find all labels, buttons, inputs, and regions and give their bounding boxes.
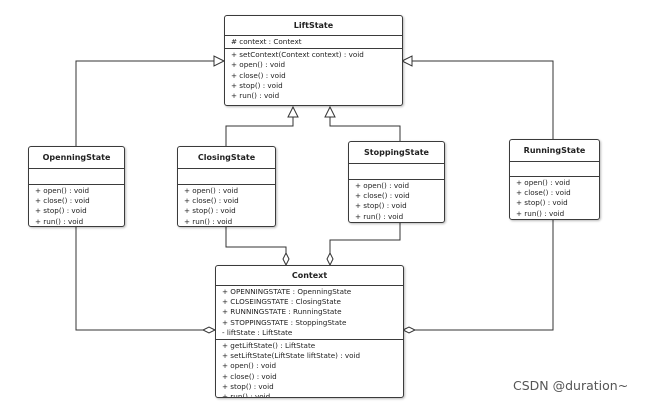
attribute-row: - liftState : LiftState: [222, 327, 293, 337]
class-runningstate[interactable]: RunningState + open() : void+ close() : …: [509, 139, 600, 220]
class-stoppingstate[interactable]: StoppingState + open() : void+ close() :…: [348, 141, 445, 223]
method-row: + setContext(Context context) : void: [231, 50, 364, 60]
aggregation-diamond-icon: [201, 326, 217, 334]
method-row: + open() : void: [222, 361, 277, 371]
method-row: + close() : void: [184, 196, 239, 206]
aggregation-diamond-icon: [326, 251, 334, 267]
method-row: + run() : void: [355, 211, 404, 221]
class-stoppingstate-name: StoppingState: [349, 142, 444, 164]
method-row: + stop() : void: [516, 198, 568, 208]
method-row: + open() : void: [184, 186, 239, 195]
method-row: + run() : void: [231, 91, 280, 101]
attribute-row: + STOPPINGSTATE : StoppingState: [222, 317, 347, 327]
method-row: + stop() : void: [222, 381, 274, 391]
class-runningstate-methods: + open() : void+ close() : void+ stop() …: [510, 177, 599, 219]
aggregation-context-closing: [225, 225, 287, 253]
method-row: + run() : void: [516, 208, 565, 218]
class-context-attributes: + OPENNINGSTATE : OpenningState+ CLOSEIN…: [216, 286, 403, 341]
method-row: + close() : void: [231, 70, 286, 80]
watermark-text: CSDN @duration~: [513, 378, 629, 393]
method-row: + run() : void: [184, 216, 233, 226]
attribute-row: + RUNNINGSTATE : RunningState: [222, 307, 342, 317]
generalization-openning-to-liftstate: [75, 60, 214, 146]
method-row: + stop() : void: [231, 80, 283, 90]
attribute-row: + CLOSEINGSTATE : ClosingState: [222, 297, 341, 307]
class-closingstate-name: ClosingState: [178, 147, 275, 169]
class-runningstate-attributes: [510, 162, 599, 177]
method-row: + open() : void: [516, 178, 571, 187]
class-context-methods: + getLiftState() : LiftState+ setLiftSta…: [216, 340, 403, 398]
class-runningstate-name: RunningState: [510, 140, 599, 162]
method-row: + open() : void: [35, 186, 90, 195]
class-openningstate-attributes: [29, 169, 124, 185]
method-row: + stop() : void: [355, 201, 407, 211]
class-closingstate-methods: + open() : void+ close() : void+ stop() …: [178, 185, 275, 226]
class-stoppingstate-attributes: [349, 164, 444, 180]
method-row: + open() : void: [355, 181, 410, 190]
method-row: + stop() : void: [35, 206, 87, 216]
aggregation-context-stopping: [329, 221, 401, 253]
inheritance-arrowhead-icon: [400, 55, 413, 67]
generalization-running-to-liftstate: [412, 60, 554, 139]
aggregation-diamond-icon: [401, 326, 417, 334]
class-liftstate-methods: + setContext(Context context) : void+ op…: [225, 49, 402, 102]
method-row: + getLiftState() : LiftState: [222, 341, 316, 351]
method-row: + run() : void: [222, 392, 271, 398]
inheritance-arrowhead-icon: [324, 105, 336, 118]
class-liftstate-name: LiftState: [225, 16, 402, 36]
attribute-row: + OPENNINGSTATE : OpenningState: [222, 287, 352, 296]
method-row: + close() : void: [222, 371, 277, 381]
class-context-name: Context: [216, 266, 403, 286]
class-liftstate-attributes: # context : Context: [225, 36, 402, 50]
class-openningstate-name: OpenningState: [29, 147, 124, 169]
inheritance-arrowhead-icon: [287, 105, 299, 118]
method-row: + open() : void: [231, 60, 286, 70]
class-openningstate[interactable]: OpenningState + open() : void+ close() :…: [28, 146, 125, 227]
method-row: + close() : void: [355, 191, 410, 201]
class-closingstate-attributes: [178, 169, 275, 185]
class-closingstate[interactable]: ClosingState + open() : void+ close() : …: [177, 146, 276, 227]
class-liftstate[interactable]: LiftState # context : Context + setConte…: [224, 15, 403, 106]
generalization-stopping-to-liftstate: [329, 117, 401, 141]
aggregation-diamond-icon: [282, 251, 290, 267]
method-row: + stop() : void: [184, 206, 236, 216]
method-row: + setLiftState(LiftState liftState) : vo…: [222, 351, 361, 361]
method-row: + close() : void: [35, 196, 90, 206]
method-row: + close() : void: [516, 188, 571, 198]
method-row: + run() : void: [35, 216, 84, 226]
generalization-closing-to-liftstate: [225, 117, 294, 146]
attribute-row: # context : Context: [231, 37, 302, 46]
class-openningstate-methods: + open() : void+ close() : void+ stop() …: [29, 185, 124, 226]
class-context[interactable]: Context + OPENNINGSTATE : OpenningState+…: [215, 265, 404, 398]
inheritance-arrowhead-icon: [213, 55, 226, 67]
class-stoppingstate-methods: + open() : void+ close() : void+ stop() …: [349, 180, 444, 222]
aggregation-context-openning: [75, 225, 203, 331]
aggregation-context-running: [415, 218, 554, 331]
